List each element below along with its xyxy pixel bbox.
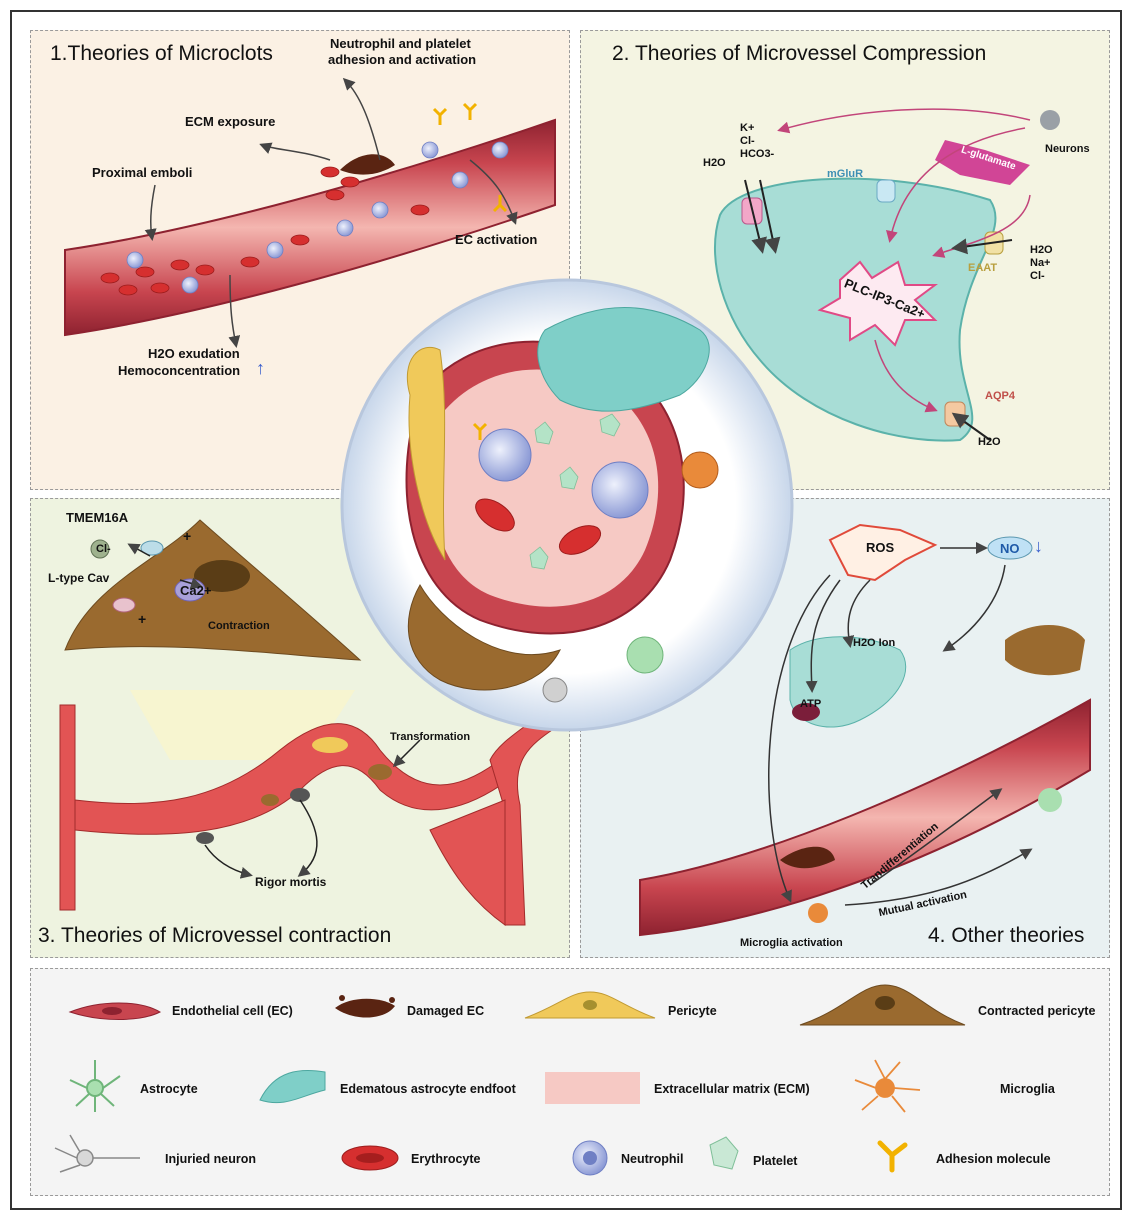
ecm-icon <box>545 1072 640 1104</box>
legend-label-platelet: Platelet <box>753 1154 797 1168</box>
legend-label-pericyte: Pericyte <box>668 1004 717 1018</box>
adhesion-molecule-icon <box>880 1143 905 1170</box>
neutrophil-icon <box>573 1141 607 1175</box>
legend-label-erythrocyte: Erythrocyte <box>411 1152 480 1166</box>
astrocyte-icon <box>70 1060 120 1112</box>
microglia-icon <box>855 1060 920 1112</box>
legend-label-endothelial-cell: Endothelial cell (EC) <box>172 1004 293 1018</box>
pericyte-icon <box>525 992 655 1018</box>
legend-label-adhesion-molecule: Adhesion molecule <box>936 1152 1051 1166</box>
legend-label-neutrophil: Neutrophil <box>621 1152 684 1166</box>
astrocyte-endfoot-icon <box>260 1070 325 1102</box>
legend-label-damaged-ec: Damaged EC <box>407 1004 484 1018</box>
legend-label-microglia: Microglia <box>1000 1082 1055 1096</box>
legend-label-astrocyte: Astrocyte <box>140 1082 198 1096</box>
legend-label-injured-neuron: Injuried neuron <box>165 1152 256 1166</box>
legend-label-contracted-pericyte: Contracted pericyte <box>978 1004 1095 1018</box>
injured-neuron-icon <box>55 1135 140 1172</box>
contracted-pericyte-icon <box>800 985 965 1025</box>
platelet-icon <box>710 1137 738 1169</box>
erythrocyte-icon <box>342 1146 398 1170</box>
legend-label-ecm: Extracellular matrix (ECM) <box>654 1082 810 1096</box>
damaged-ec-icon <box>335 995 395 1018</box>
legend-label-astrocyte-endfoot: Edematous astrocyte endfoot <box>340 1082 516 1096</box>
endothelial-cell-icon <box>70 1003 160 1020</box>
